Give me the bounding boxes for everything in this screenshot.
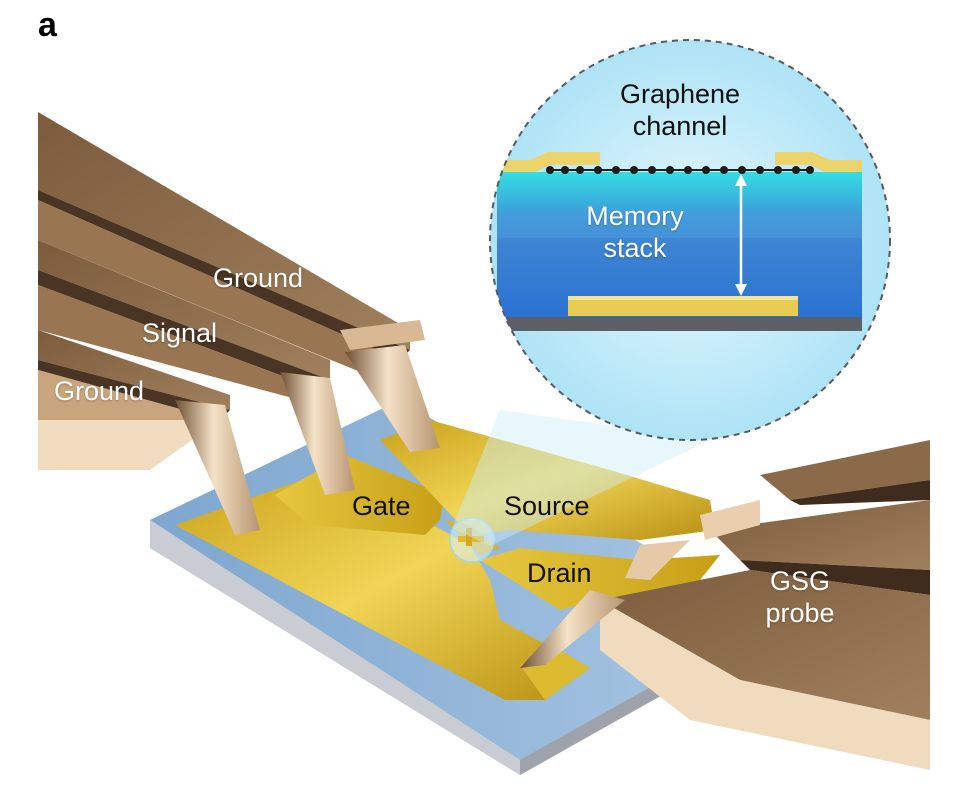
label-drain: Drain (527, 558, 592, 588)
inset-cone (452, 410, 710, 546)
label-memory-stack: Memory stack (572, 200, 698, 265)
label-source: Source (504, 491, 590, 521)
label-stack: stack (603, 233, 667, 264)
label-gsg-probe: GSG probe (752, 565, 848, 630)
label-ground-bottom: Ground (54, 376, 145, 406)
left-probe (38, 112, 440, 535)
cross-section-inset (489, 39, 891, 441)
label-gsg: GSG (769, 566, 830, 596)
label-gate: Gate (352, 491, 411, 521)
label-signal: Signal (142, 318, 218, 348)
label-probe: probe (765, 598, 835, 629)
label-memory: Memory (586, 201, 684, 231)
label-graphene: Graphene (619, 79, 741, 109)
label-graphene-channel: Graphene channel (598, 78, 762, 143)
panel-label: a (38, 6, 57, 44)
label-channel: channel (632, 111, 728, 142)
label-ground-top: Ground (213, 263, 304, 293)
right-probe (520, 440, 930, 770)
